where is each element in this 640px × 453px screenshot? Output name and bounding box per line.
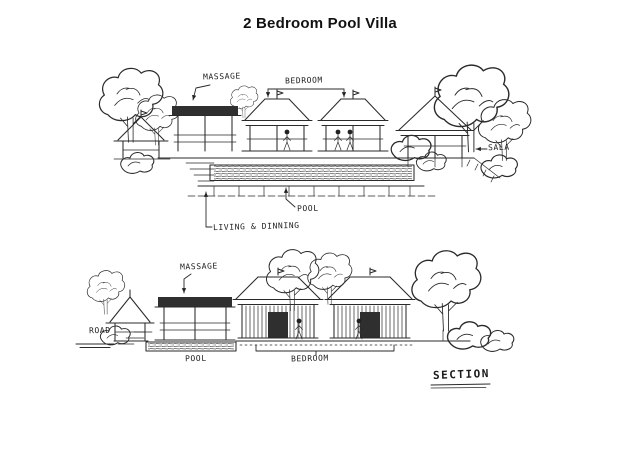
road-lower xyxy=(75,331,153,349)
bedroom-block-1 xyxy=(232,267,324,339)
bedroom-pavilion-1 xyxy=(241,89,313,152)
bedroom-bracket-lower xyxy=(255,344,395,352)
pavilion-left-small xyxy=(113,109,171,160)
people-upper xyxy=(283,129,354,151)
pool-terrace-upper xyxy=(157,157,501,197)
pool-water-upper xyxy=(214,165,412,180)
lower-drawing xyxy=(75,249,515,389)
entry-gate-lower xyxy=(105,289,155,342)
upper-drawing xyxy=(98,64,532,228)
people-lower xyxy=(295,318,363,340)
massage-pavilion-upper xyxy=(168,106,242,152)
section-underline xyxy=(430,383,491,389)
massage-lower-arrow xyxy=(181,273,192,294)
ground-lower xyxy=(113,340,471,346)
massage-upper-arrow xyxy=(192,84,211,101)
leader-lines-lower xyxy=(181,273,395,356)
page-title: 2 Bedroom Pool Villa xyxy=(243,15,397,32)
bedroom-block-2 xyxy=(324,267,416,339)
bedroom-2-door xyxy=(360,312,380,338)
pool-water-lower xyxy=(148,342,234,351)
leader-lines-upper xyxy=(192,84,488,228)
trees-lower xyxy=(86,249,515,352)
bedroom-1-door xyxy=(268,312,288,338)
tree-cluster-right xyxy=(433,64,532,179)
pool-lower-group xyxy=(145,341,237,352)
massage-pavilion-lower xyxy=(154,297,236,341)
bedroom-pavilion-2 xyxy=(317,89,389,152)
pool-upper-arrow xyxy=(283,187,296,208)
living-dinning-arrow xyxy=(203,191,213,228)
